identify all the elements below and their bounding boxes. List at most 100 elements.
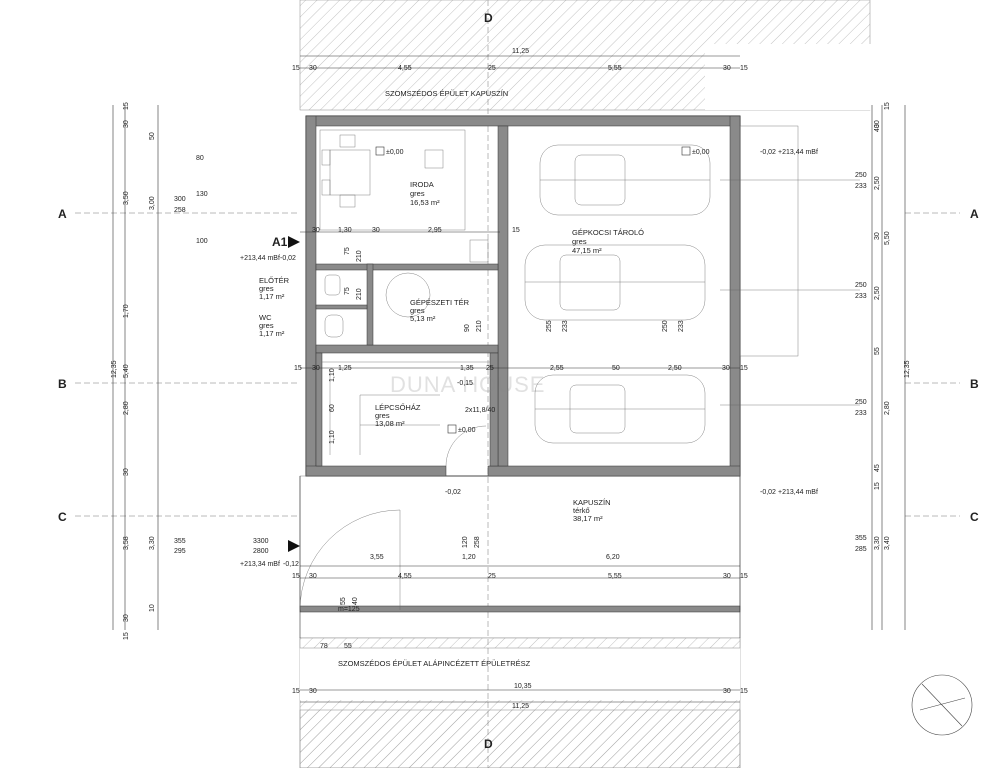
dim-mid-d: 2,95 (428, 227, 442, 234)
dim-bottom-4: 15 (740, 688, 748, 695)
axis-d-top: D (484, 11, 493, 25)
room-gepeszeti-floor: gres (410, 306, 425, 315)
axis-d-bottom: D (484, 737, 493, 751)
dim-left-11: 50 (149, 132, 156, 140)
room-iroda-name: IRODA (410, 180, 434, 189)
level-entry: -0,12 (283, 561, 299, 568)
watermark: DUNA HOUSE (390, 372, 545, 397)
axis-c-left: C (58, 510, 67, 524)
opening-d7: 255 (546, 320, 553, 332)
room-lepcsohaz-floor: gres (375, 411, 390, 420)
level-yard-mid: -0,02 (445, 489, 461, 496)
dim-mid-h: 2,50 (668, 365, 682, 372)
opening-w2: 355 (174, 538, 186, 545)
level-a1: -0,02 (280, 255, 296, 262)
dim-left-8: 12,35 (111, 360, 118, 378)
dim-left-2: 30 (123, 120, 130, 128)
room-garage-area: 47,15 m² (572, 246, 602, 255)
opening-f1: 80 (196, 155, 204, 162)
level-stair-top: -0,15 (457, 380, 473, 387)
opening-w1b: 258 (174, 207, 186, 214)
neighbor-top-label: SZOMSZÉDOS ÉPÜLET KAPUSZÍN (385, 89, 508, 98)
opening-h2: 60 (329, 404, 336, 412)
dim-lower-g: 15 (740, 573, 748, 580)
opening-g1b: 233 (855, 183, 867, 190)
dim-mid-l: 1,35 (460, 365, 474, 372)
section-a1-label: A1 (272, 235, 288, 249)
dim-right-6: 2,80 (884, 401, 891, 415)
room-gepeszeti-name: GÉPÉSZETI TÉR (410, 298, 470, 307)
opening-s1: 120 (462, 536, 469, 548)
dim-mid-e2: 15 (512, 227, 520, 234)
dim-left-13: 15 (123, 632, 130, 640)
opening-f2: 130 (196, 191, 208, 198)
opening-d10: 233 (678, 320, 685, 332)
opening-d1: 210 (356, 250, 363, 262)
dim-bottom-5: 78 (320, 643, 328, 650)
dim-mid-f: 2,55 (550, 365, 564, 372)
dim-left-12: 3,30 (149, 536, 156, 550)
dim-left-10: 30 (123, 468, 130, 476)
dim-lower-j: 6,20 (606, 554, 620, 561)
dim-bottom-6: 55 (344, 643, 352, 650)
room-garage-name: GÉPKOCSI TÁROLÓ (572, 228, 644, 237)
dim-right-11: 55 (874, 347, 881, 355)
dim-right-2: 30 (874, 120, 881, 128)
opening-h4: 2x11,8/40 (465, 407, 495, 414)
opening-s2: 258 (474, 536, 481, 548)
dim-right-5: 2,50 (874, 286, 881, 300)
dim-mid-j: 15 (740, 365, 748, 372)
room-eloter-name: ELŐTÉR (259, 276, 290, 285)
level-garage-right: -0,02 (760, 149, 776, 156)
dim-top-4: 25 (488, 65, 496, 72)
dim-mid-b: 1,30 (338, 227, 352, 234)
opening-g4: 355 (855, 535, 867, 542)
opening-s5: m=125 (338, 606, 360, 613)
room-eloter-area: 1,17 m² (259, 292, 285, 301)
dim-right-12: 3,40 (884, 536, 891, 550)
room-garage-floor: gres (572, 237, 587, 246)
dim-right-10: 40 (874, 124, 881, 132)
opening-d8: 233 (562, 320, 569, 332)
level-garage: ±0,00 (692, 149, 710, 156)
room-lepcsohaz-area: 13,08 m² (375, 419, 405, 428)
dim-right-4: 5,50 (884, 231, 891, 245)
dim-left-1: 15 (123, 102, 130, 110)
opening-w2b: 295 (174, 548, 186, 555)
opening-h3: 1,10 (329, 430, 336, 444)
dim-lower-b: 30 (309, 573, 317, 580)
opening-g2: 250 (855, 282, 867, 289)
axis-a-left: A (58, 207, 67, 221)
axis-b-left: B (58, 377, 67, 391)
dim-right-9: 30 (874, 232, 881, 240)
dim-bottom-3: 30 (723, 688, 731, 695)
room-wc-floor: gres (259, 321, 274, 330)
dim-top-2: 30 (309, 65, 317, 72)
dim-mid-g: 50 (612, 365, 620, 372)
dim-left-15: 10 (149, 604, 156, 612)
dim-top-total: 11,25 (512, 48, 529, 55)
dim-lower-i: 1,20 (462, 554, 476, 561)
dim-left-3: 3,50 (123, 191, 130, 205)
opening-d5: 90 (464, 324, 471, 332)
neighbor-top-cutout (705, 44, 995, 110)
dim-right-13: 45 (874, 464, 881, 472)
dim-lower-h: 3,55 (370, 554, 384, 561)
dim-mid-a: 30 (312, 227, 320, 234)
dim-mid-m: 25 (486, 365, 494, 372)
opening-f3: 100 (196, 238, 208, 245)
dim-mid-i: 30 (722, 365, 730, 372)
opening-g1: 250 (855, 172, 867, 179)
dim-bottom-total: 11,25 (512, 703, 529, 710)
level-iroda: ±0,00 (386, 149, 404, 156)
dim-top-3: 4,55 (398, 65, 412, 72)
dim-left-14: 30 (123, 614, 130, 622)
dim-mid-a2: 30 (312, 365, 320, 372)
opening-g3b: 233 (855, 410, 867, 417)
level-a1-mbf: +213,44 mBf (240, 255, 280, 262)
room-eloter-floor: gres (259, 284, 274, 293)
room-wc-name: WC (259, 313, 272, 322)
opening-w3b: 2800 (253, 548, 269, 555)
staircase (322, 361, 490, 455)
